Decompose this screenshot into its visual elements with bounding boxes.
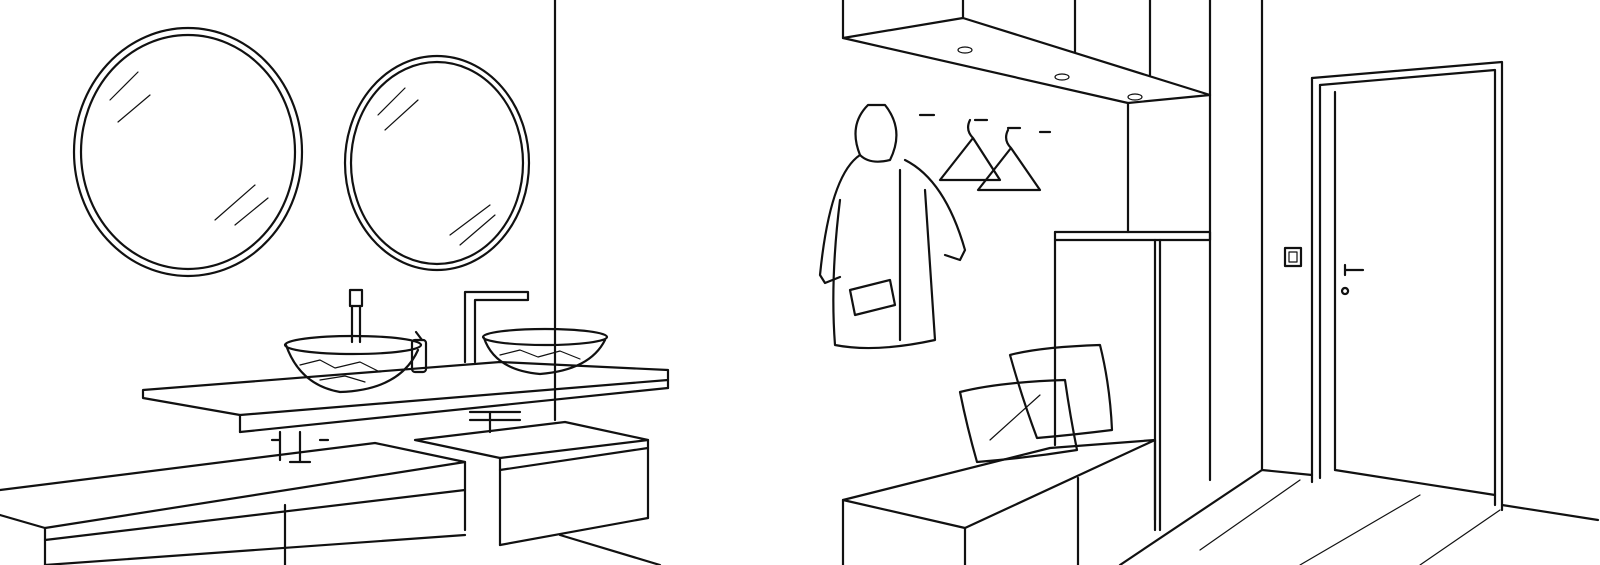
faucet <box>463 290 530 364</box>
floating-cabinet <box>413 420 650 547</box>
cushions <box>958 343 1114 464</box>
wall-lines <box>553 0 1600 565</box>
vanity-counter <box>141 360 670 464</box>
soap-bottle <box>410 330 428 374</box>
hangers <box>938 118 1042 192</box>
round-mirror <box>343 54 531 272</box>
hanging-coat <box>818 103 967 350</box>
round-mirror <box>72 26 304 278</box>
vessel-sink <box>283 334 423 394</box>
door <box>1260 60 1504 512</box>
floating-cabinet <box>0 441 467 565</box>
light-switch <box>1283 246 1303 268</box>
vessel-sink <box>481 327 609 376</box>
door-handle-icon <box>1340 263 1365 296</box>
bench <box>841 438 1157 565</box>
shelf <box>841 0 1212 105</box>
faucet <box>348 288 364 344</box>
coat-hooks <box>918 113 1052 134</box>
